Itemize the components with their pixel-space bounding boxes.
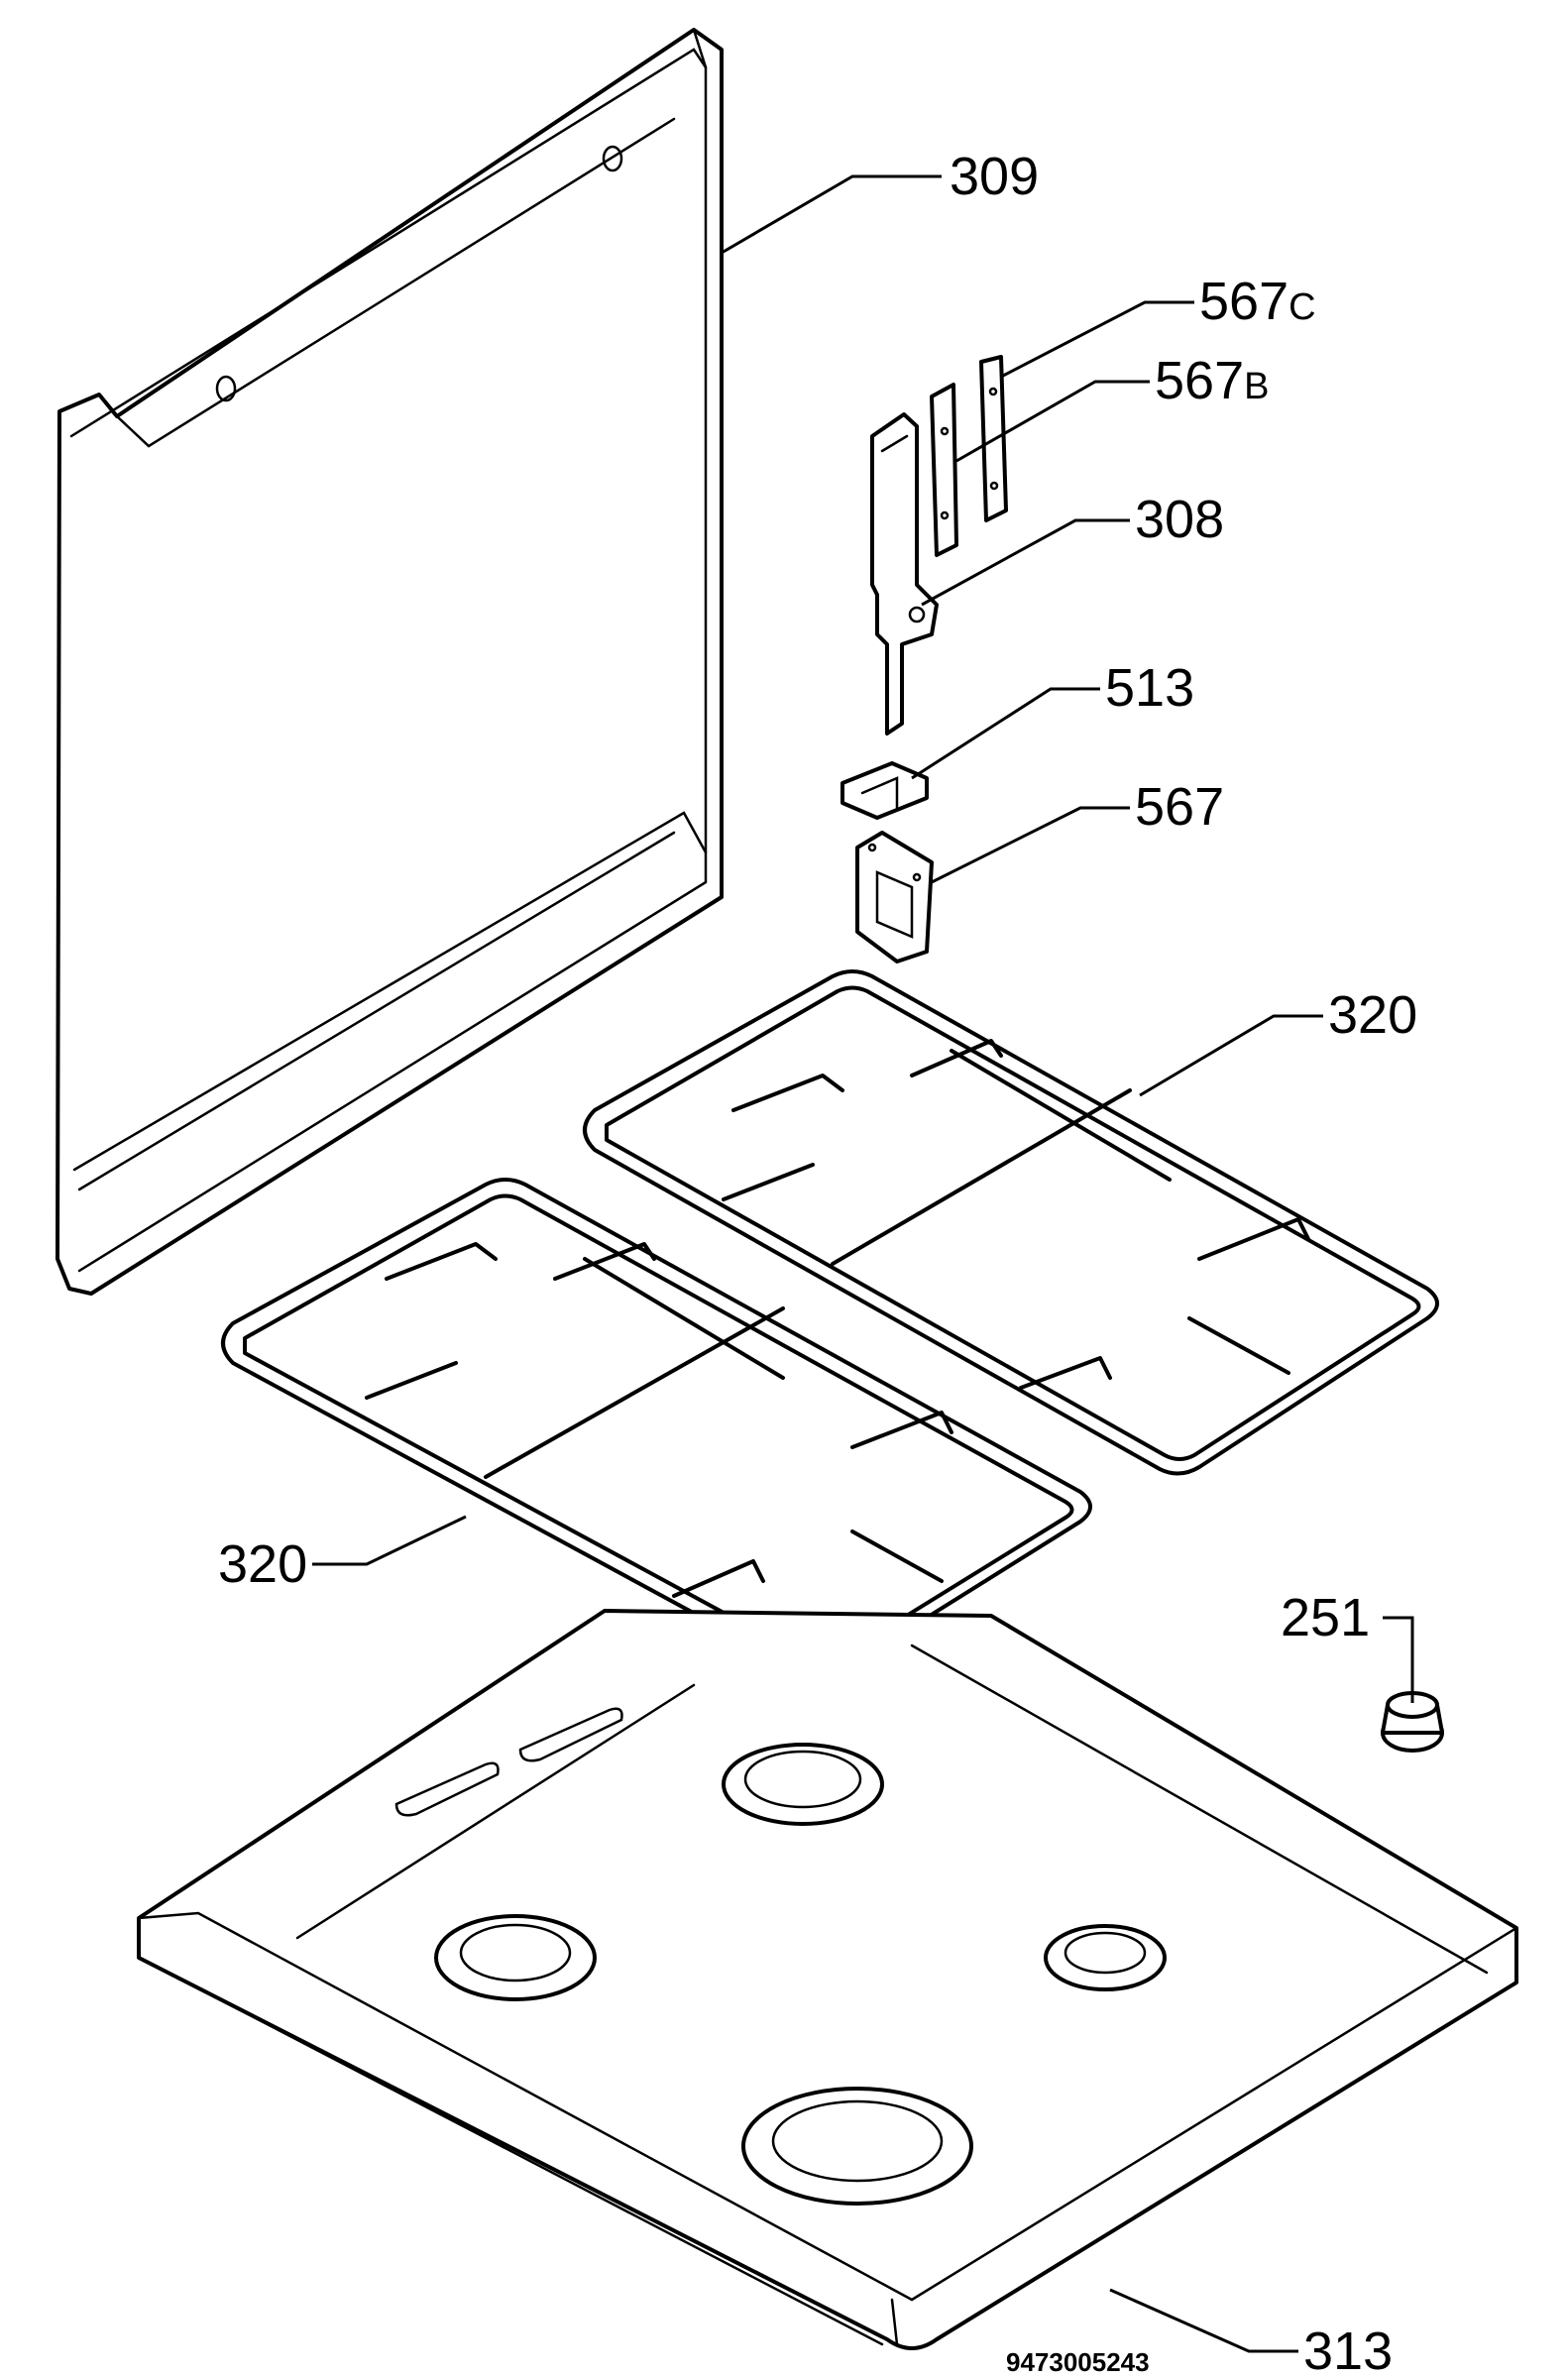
label-313: 313 [1303, 2322, 1393, 2379]
label-309: 309 [950, 147, 1039, 206]
leader-308 [921, 518, 1130, 607]
pan-support-right-part-320 [583, 969, 1439, 1476]
label-567c-suffix: C [1288, 286, 1315, 328]
label-567c-number: 567 [1199, 272, 1288, 331]
clip-part-513 [840, 761, 929, 820]
leader-lines [312, 174, 1414, 2353]
label-320-right: 320 [1328, 985, 1417, 1045]
leader-567b [955, 380, 1150, 463]
label-308: 308 [1135, 490, 1224, 549]
label-320-left: 320 [218, 1534, 307, 1594]
pan-support-left-part-320 [221, 1178, 1092, 1679]
label-567b-suffix: B [1244, 366, 1269, 407]
hinge-part-308 [870, 412, 939, 736]
leader-513 [911, 687, 1100, 780]
drawing-code: 9473005243 [1006, 2347, 1150, 2377]
label-567b: 567B [1155, 351, 1269, 410]
bracket-part-567 [855, 831, 934, 963]
label-567c: 567C [1199, 272, 1316, 331]
leader-320-right [1139, 1014, 1323, 1097]
label-567b-number: 567 [1155, 351, 1244, 410]
leader-320-left [312, 1515, 467, 1566]
label-513: 513 [1105, 658, 1194, 718]
leader-567c [1000, 300, 1194, 379]
leader-309 [721, 174, 942, 255]
leader-313 [1109, 2288, 1298, 2353]
label-251: 251 [1281, 1588, 1370, 1647]
leader-251 [1383, 1616, 1414, 1703]
lid-part-309 [56, 28, 724, 1296]
leader-567 [931, 806, 1130, 884]
label-567: 567 [1135, 777, 1224, 837]
hinge-plate-part-567b [930, 383, 958, 557]
hob-top-part-313 [137, 1609, 1518, 2350]
